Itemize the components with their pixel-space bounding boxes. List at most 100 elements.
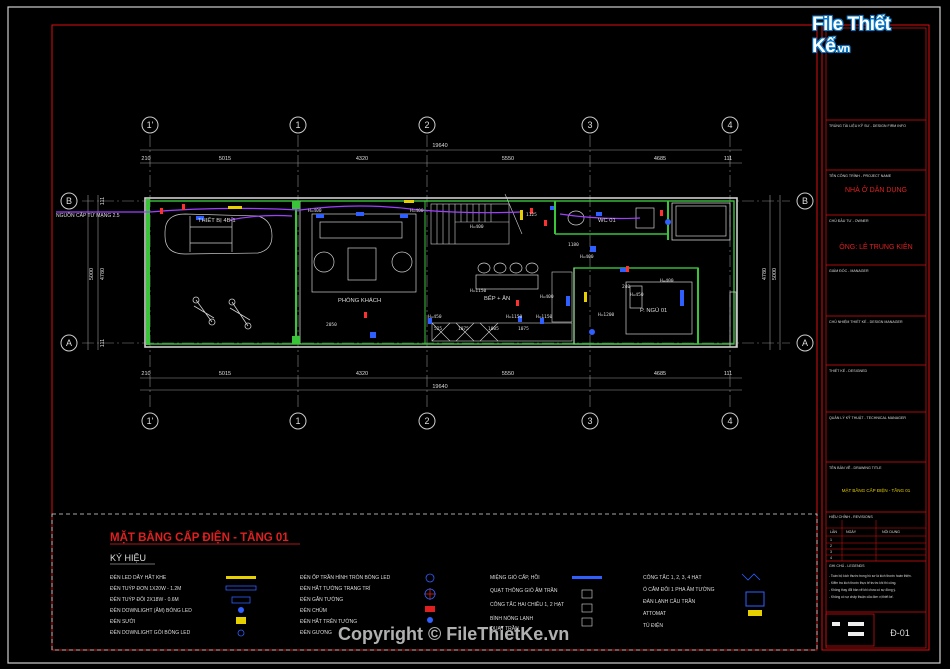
dim-top-total: 19640 (432, 143, 447, 149)
tb-client-name: ÔNG: LÊ TRUNG KIÊN (839, 242, 912, 251)
legend-item: CÔNG TẮC HAI CHIỀU 1, 2 HẠT (490, 600, 564, 608)
tb-designer-label: CHỦ NHIỆM THIẾT KẾ - DESIGN MANAGER (829, 319, 903, 324)
legend-item: Ổ CẮM ĐÔI 1 PHA ÂM TƯỜNG (643, 585, 715, 593)
axis-label-bottom-2: 2 (424, 416, 429, 426)
legend-item: MIỆNG GIÓ CẤP, HỒI (490, 573, 540, 581)
dim-top-2: 5015 (219, 156, 231, 162)
height-tag: H=400 (660, 278, 674, 284)
tb-rev-col: NỘI DUNG (882, 529, 900, 534)
legend-item: CÔNG TẮC 1, 2, 3, 4 HẠT (643, 573, 702, 581)
axis-label-right-b: B (802, 196, 808, 206)
height-tag: H=400 (470, 224, 484, 230)
legend-item: ĐÈN DOWNLIGHT (ÂM) BÓNG LED (110, 607, 192, 614)
legend-item: ĐÈN CHÙM (300, 607, 327, 614)
legend-item: QUẠT TRẦN (490, 625, 519, 632)
bedroom-label: P. NGỦ 01 (640, 307, 667, 314)
living-room-label: PHÒNG KHÁCH (338, 297, 381, 304)
dim-bot-5: 4685 (654, 371, 666, 377)
wc-fixtures (567, 205, 727, 237)
logo-brand: File Thiết Kế (812, 14, 891, 57)
yellow-markers (228, 200, 587, 302)
dim-bot-1: 210 (141, 371, 150, 377)
tb-rev-col: NGÀY (846, 530, 857, 534)
dim-bot-2: 5015 (219, 371, 231, 377)
axis-label-right-a: A (802, 338, 808, 348)
height-tag: H=450 (428, 314, 442, 320)
red-markers (160, 204, 663, 318)
legend-item: ĐÈN SƯỞI (110, 618, 135, 625)
height-tag: H=400 (410, 208, 424, 214)
legend-item: BÌNH NÓNG LẠNH (490, 615, 533, 622)
axis-label-top-4: 4 (727, 120, 732, 130)
legend-item: ĐÈN GƯƠNG (300, 629, 332, 636)
tb-project-label: TÊN CÔNG TRÌNH - PROJECT NAME (829, 173, 892, 178)
dim-right-1: 4780 (762, 268, 768, 280)
axis-label-bottom-1p: 1' (147, 416, 154, 426)
dim-left-2: 4780 (100, 268, 106, 280)
dim-bot-3: 4320 (356, 371, 368, 377)
dim-left-3: 111 (100, 197, 106, 205)
axis-label-left-a: A (66, 338, 72, 348)
height-tag: H=400 (308, 208, 322, 214)
dim-left-1: 5000 (89, 268, 95, 280)
legend-item: ĐÈN HẮT TRÊN TƯỜNG (300, 617, 357, 625)
axis-grid (82, 135, 790, 408)
living-furniture (311, 213, 417, 293)
supply-note: NGUỒN CẤP TỪ MẠNG 2.5 (56, 212, 120, 219)
axis-label-top-1: 1 (295, 120, 300, 130)
tb-drawer-label: THIẾT KẾ - DESIGNED (829, 368, 867, 373)
dim-right-2: 5000 (772, 268, 778, 280)
car-outline (164, 213, 273, 255)
height-tag: H=1150 (470, 288, 487, 294)
legend-item: ĐÀN LẠNH CÂU TRẦN (643, 598, 696, 605)
dim-bot-total: 19640 (432, 384, 447, 390)
tb-rev-row: 3 (830, 550, 832, 554)
dim-top-6: 111 (724, 156, 732, 162)
legend-subtitle: KÝ HIỆU (110, 553, 146, 563)
dim-top-5: 4685 (654, 156, 666, 162)
inner-dim: 1075 (458, 326, 469, 332)
legend-item: QUẠT THÔNG GIÓ ÂM TRẦN (490, 587, 558, 594)
height-tag: H=1150 (506, 314, 523, 320)
axis-label-bottom-4: 4 (727, 416, 732, 426)
axis-label-left-b: B (66, 196, 72, 206)
legend-item: ĐÈN ỐP TRẦN HÌNH TRÒN BÓNG LED (300, 574, 391, 581)
axis-bubbles (60, 116, 814, 430)
tb-drawing-name: MẶT BẰNG CẤP ĐIỆN - TẦNG 01 (842, 486, 911, 493)
bed (625, 281, 693, 335)
tb-rev-row: 2 (830, 544, 832, 548)
tb-note: - Kiểm tra kích thước thực tế trước khi … (829, 581, 896, 585)
tb-note: - Không có sự chấp thuận của đơn vị thiế… (829, 595, 894, 599)
inner-dim: 1075 (518, 326, 529, 332)
tb-note: - Toàn bộ kích thước trong hồ sơ là kích… (829, 574, 912, 578)
tb-notes-label: GHI CHÚ - LEGENDS (829, 563, 865, 568)
axis-label-top-1p: 1' (147, 120, 154, 130)
legend-item: ATTOMAT (643, 611, 666, 617)
dim-left-4: 111 (100, 339, 106, 347)
tb-rev-row: 1 (830, 538, 832, 542)
height-tag: H=1150 (536, 314, 553, 320)
legend-item: ĐÈN LED DÂY HẮT KHE (110, 573, 167, 581)
tb-director-label: GIÁM ĐỐC - MANAGER (829, 268, 869, 273)
filethietke-logo: File Thiết Kế.vn (812, 14, 924, 57)
legend-item: ĐÈN GẮN TƯỜNG (300, 595, 343, 603)
drawing-frame (51, 24, 818, 651)
sheet-number: Đ-01 (890, 628, 910, 638)
inner-dim: 1125 (526, 212, 537, 218)
height-tag: H=450 (630, 292, 644, 298)
inner-dim: 525 (434, 326, 442, 332)
legend-item: ĐÈN TUÝP ĐÔI 2X18W - 0.6M (110, 596, 179, 603)
height-tag: H=1200 (598, 312, 615, 318)
inner-dim: 240 (622, 284, 630, 290)
inner-dim: 1180 (568, 242, 579, 248)
axis-label-top-2: 2 (424, 120, 429, 130)
height-tag: H=400 (580, 254, 594, 260)
legend-title: MẶT BẰNG CẤP ĐIỆN - TẦNG 01 (110, 531, 289, 544)
dim-bot-4: 5550 (502, 371, 514, 377)
legend-item: TỦ ĐIỆN (643, 621, 663, 629)
outer-border (7, 6, 941, 664)
light-fixtures (196, 206, 684, 338)
wc-label: WC 01 (598, 218, 616, 224)
tb-rev-col: LẦN (830, 530, 837, 534)
